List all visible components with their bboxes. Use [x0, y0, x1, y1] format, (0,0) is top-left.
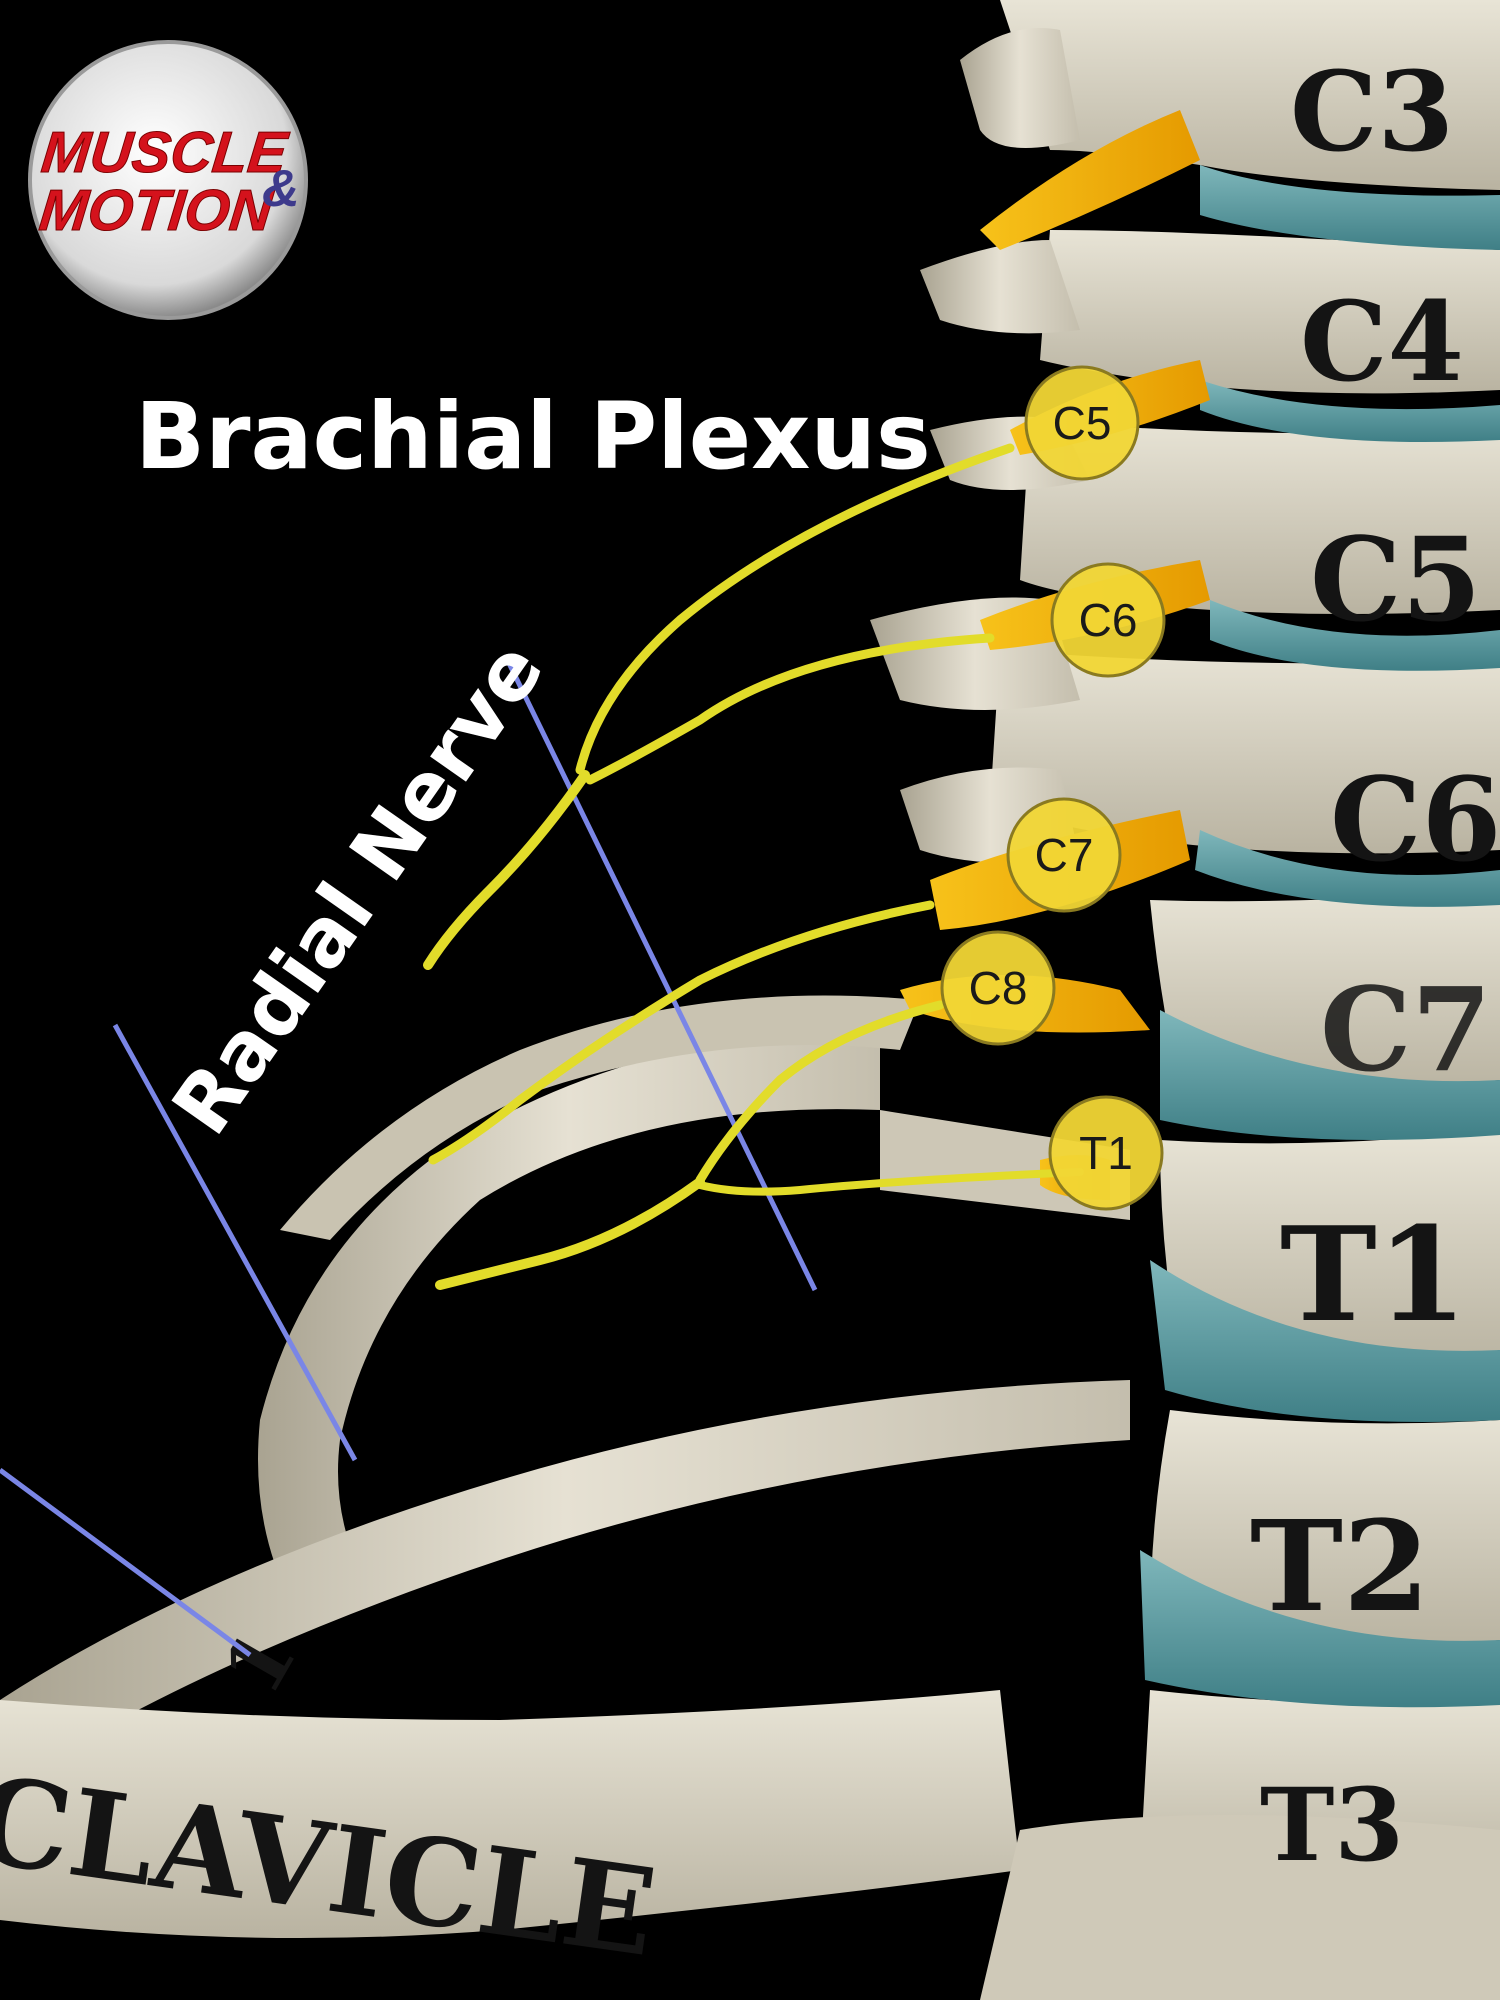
transverse-process-c4 — [920, 240, 1080, 334]
vertebra-label-c5: C5 — [1310, 513, 1482, 648]
root-badge-c5[interactable]: C5 — [1024, 365, 1140, 481]
disc-c7-t1 — [1160, 1010, 1500, 1140]
root-badges: C5 C6 C7 C8 T1 — [940, 365, 1166, 1211]
vertebra-label-t2: T2 — [1250, 1494, 1430, 1640]
vertebra-c6-body — [990, 650, 1500, 854]
vertebra-c5-body — [1020, 420, 1500, 614]
vertebra-label-c6: C6 — [1330, 753, 1500, 888]
root-badge-c7[interactable]: C7 — [1006, 797, 1122, 913]
guide-lines — [0, 653, 818, 1658]
transverse-process-c3 — [960, 28, 1080, 148]
muscle-motion-logo[interactable]: MUSCLE MOTION & — [28, 40, 308, 320]
root-badge-c5-label: C5 — [1053, 397, 1112, 449]
rib-cage — [0, 995, 1500, 2000]
logo-line-2: MOTION — [36, 178, 276, 243]
clavicle — [0, 1690, 1020, 1938]
vertebra-label-c4: C4 — [1300, 277, 1464, 406]
nerve-c6 — [585, 633, 995, 785]
diagram-title: Brachial Plexus — [135, 383, 931, 490]
disc-t1-t2 — [1150, 1260, 1500, 1422]
vertebra-t1-body — [1160, 1130, 1500, 1368]
root-badge-c7-label: C7 — [1035, 829, 1094, 881]
disc-c5-c6 — [1210, 600, 1500, 671]
guide-line-1 — [502, 653, 818, 1292]
root-badge-c6-label: C6 — [1079, 594, 1138, 646]
disc-c6-c7 — [1195, 830, 1500, 907]
logo-badge — [28, 40, 308, 320]
logo-ampersand: & — [262, 160, 300, 218]
vertebra-c4-body — [1040, 230, 1500, 394]
root-badge-c8-label: C8 — [969, 962, 1028, 1014]
vertebra-label-c7: C7 — [1320, 963, 1492, 1098]
nerve-t1 — [696, 1168, 1084, 1196]
logo-line-1: MUSCLE — [39, 120, 293, 185]
root-badge-c8[interactable]: C8 — [940, 930, 1056, 1046]
vertebra-label-t1: T1 — [1280, 1198, 1467, 1351]
nerve-c7 — [428, 900, 935, 1165]
nerve-c8 — [695, 1000, 945, 1185]
guide-line-2 — [112, 1023, 358, 1462]
lower-trunk — [435, 1177, 705, 1290]
vertebra-c7-body — [1150, 890, 1500, 1094]
spine — [870, 0, 1500, 1900]
disc-c4-c5 — [1200, 380, 1500, 442]
root-c4 — [980, 110, 1200, 250]
root-badge-t1[interactable]: T1 — [1048, 1095, 1164, 1211]
sternum-region — [980, 1815, 1500, 2000]
second-rib — [0, 1380, 1130, 1790]
radial-nerve-trunk — [423, 770, 590, 970]
disc-c3-c4 — [1200, 165, 1500, 250]
root-badge-c6[interactable]: C6 — [1050, 562, 1166, 678]
nerve-c5 — [575, 443, 1015, 775]
nerves — [423, 443, 1084, 1290]
vertebra-label-c3: C3 — [1290, 47, 1454, 176]
root-badge-t1-label: T1 — [1079, 1127, 1133, 1179]
disc-t2-t3 — [1140, 1550, 1500, 1708]
vertebra-t2-body — [1150, 1410, 1500, 1648]
guide-line-3 — [0, 1467, 252, 1658]
vertebra-label-t3: T3 — [1260, 1766, 1404, 1884]
